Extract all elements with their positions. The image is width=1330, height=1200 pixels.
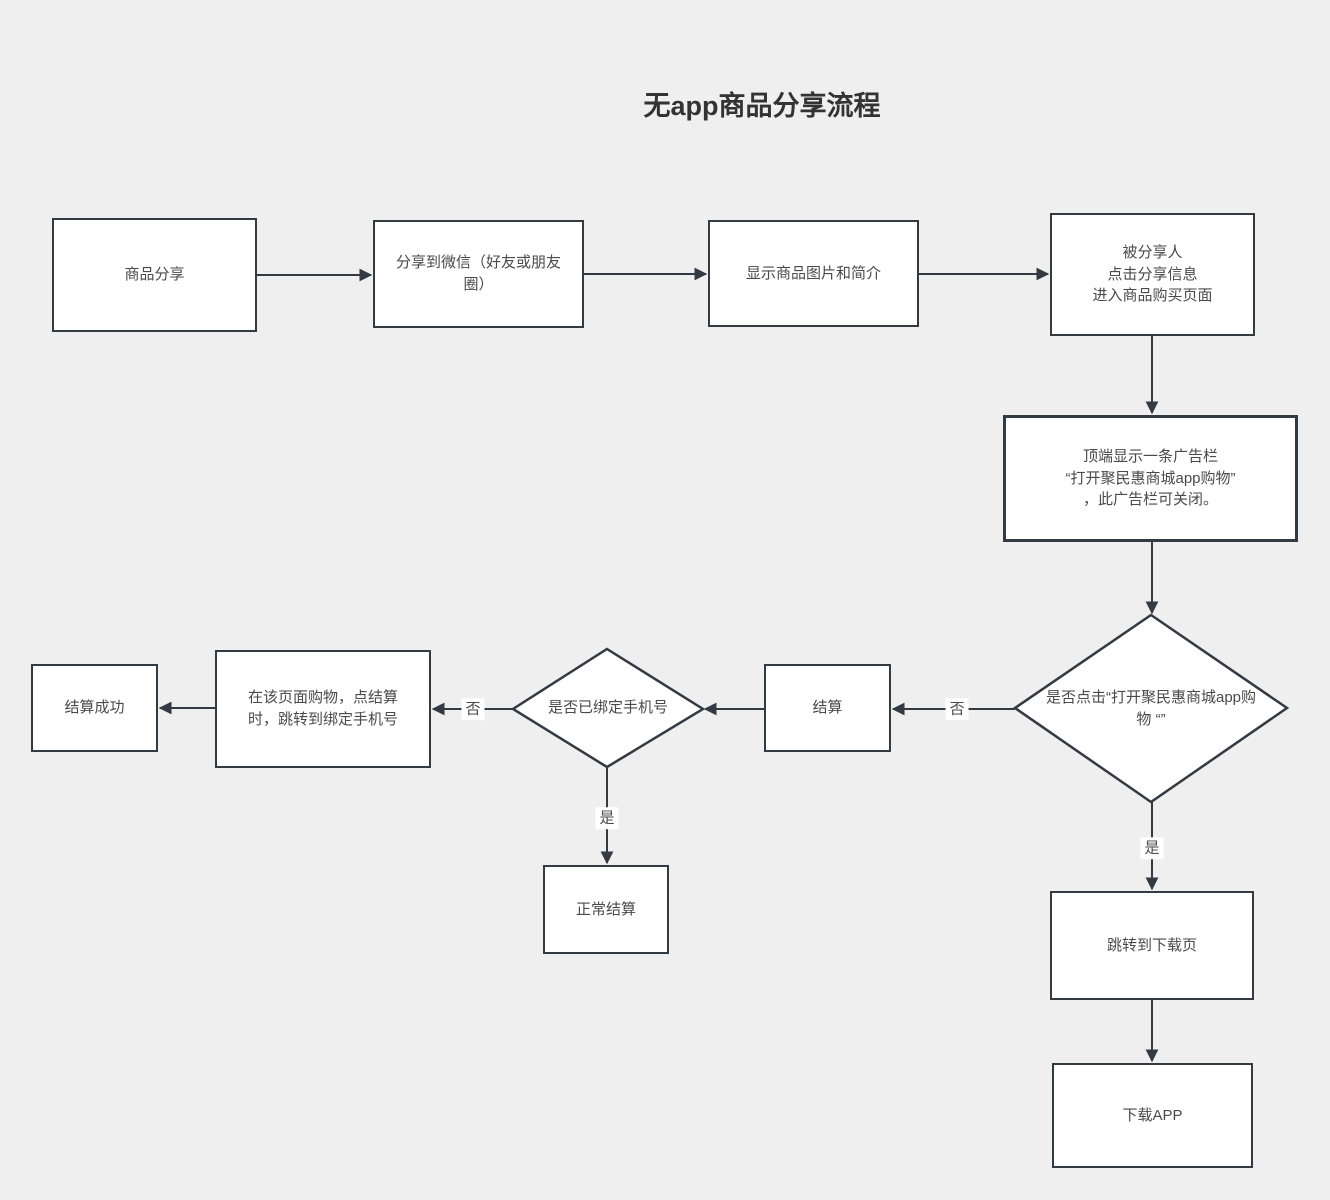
diagram-title: 无app商品分享流程 — [643, 91, 881, 121]
edge-label-yes-click: 是 — [1140, 837, 1164, 859]
node-share-to-wechat: 分享到微信（好友或朋友 圈） — [373, 220, 584, 328]
node-label: 被分享人 点击分享信息 进入商品购买页面 — [1092, 243, 1213, 305]
decision-diamond-click-ad — [1012, 613, 1290, 804]
node-label: 商品分享 — [124, 266, 185, 284]
node-label: 跳转到下载页 — [1106, 936, 1197, 954]
node-download-app: 下载APP — [1052, 1063, 1253, 1168]
node-ad-banner: 顶端显示一条广告栏 “打开聚民惠商城app购物” ，此广告栏可关闭。 — [1003, 415, 1298, 542]
node-label: 在该页面购物，点结算 时，跳转到绑定手机号 — [247, 689, 398, 728]
node-label: 显示商品图片和简介 — [745, 264, 881, 282]
node-label: 分享到微信（好友或朋友 圈） — [395, 254, 561, 293]
node-label: 下载APP — [1122, 1106, 1183, 1124]
node-normal-settle: 正常结算 — [543, 865, 669, 954]
node-jump-to-bind-phone: 在该页面购物，点结算 时，跳转到绑定手机号 — [215, 650, 431, 768]
node-recipient-enter-page: 被分享人 点击分享信息 进入商品购买页面 — [1050, 213, 1255, 336]
edge-label-no-click: 否 — [945, 698, 969, 720]
node-settle: 结算 — [764, 664, 891, 752]
decision-diamond-phone-bound — [510, 647, 706, 769]
edge-label-yes-bound: 是 — [595, 807, 619, 829]
node-label: 正常结算 — [575, 900, 636, 918]
node-product-share: 商品分享 — [52, 218, 257, 332]
node-settle-success: 结算成功 — [31, 664, 158, 752]
node-display-product-info: 显示商品图片和简介 — [708, 220, 919, 327]
node-label: 结算 — [812, 699, 843, 717]
edge-label-no-bound: 否 — [461, 698, 485, 720]
node-jump-to-download-page: 跳转到下载页 — [1050, 891, 1254, 1000]
node-label: 顶端显示一条广告栏 “打开聚民惠商城app购物” ，此广告栏可关闭。 — [1065, 447, 1236, 509]
node-label: 结算成功 — [64, 699, 125, 717]
